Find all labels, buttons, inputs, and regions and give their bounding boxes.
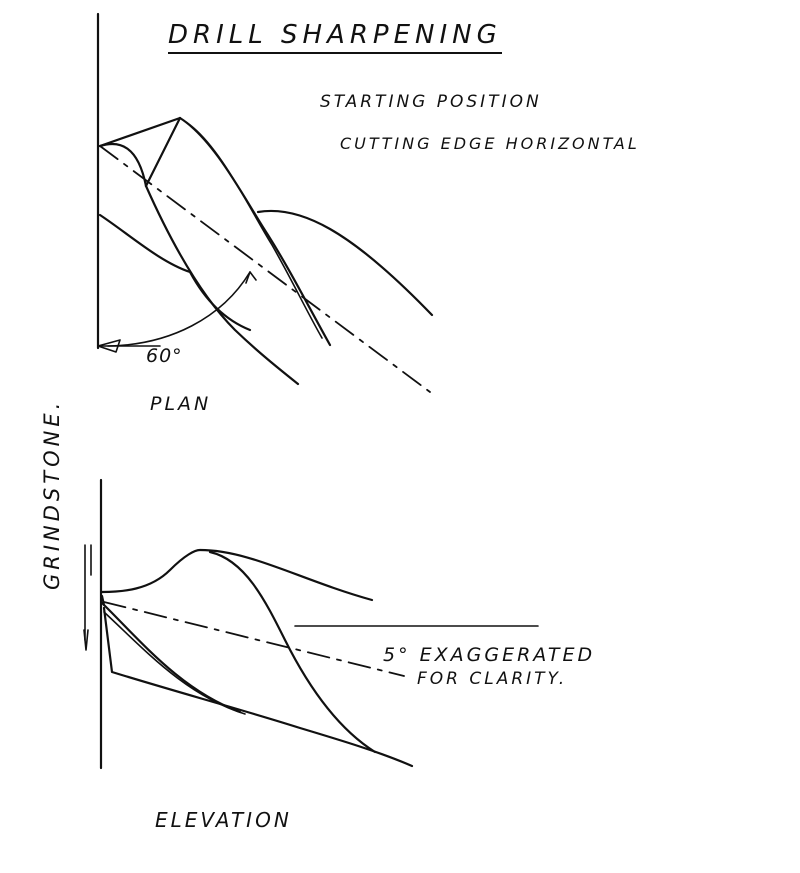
plan-label: PLAN	[150, 393, 212, 415]
diagram-title: DRILL SHARPENING	[168, 20, 502, 54]
subtitle-starting-position: STARTING POSITION	[320, 92, 542, 112]
subtitle-cutting-edge: CUTTING EDGE HORIZONTAL	[340, 134, 640, 153]
plan-view-drill	[97, 116, 434, 393]
note-for-clarity: FOR CLARITY.	[417, 669, 568, 689]
angle-label: 60°	[146, 345, 183, 367]
note-exaggerated: 5° EXAGGERATED	[383, 644, 596, 666]
grindstone-label: GRINDSTONE.	[40, 398, 64, 590]
elevation-view-drill	[83, 544, 539, 768]
elevation-label: ELEVATION	[155, 808, 292, 832]
